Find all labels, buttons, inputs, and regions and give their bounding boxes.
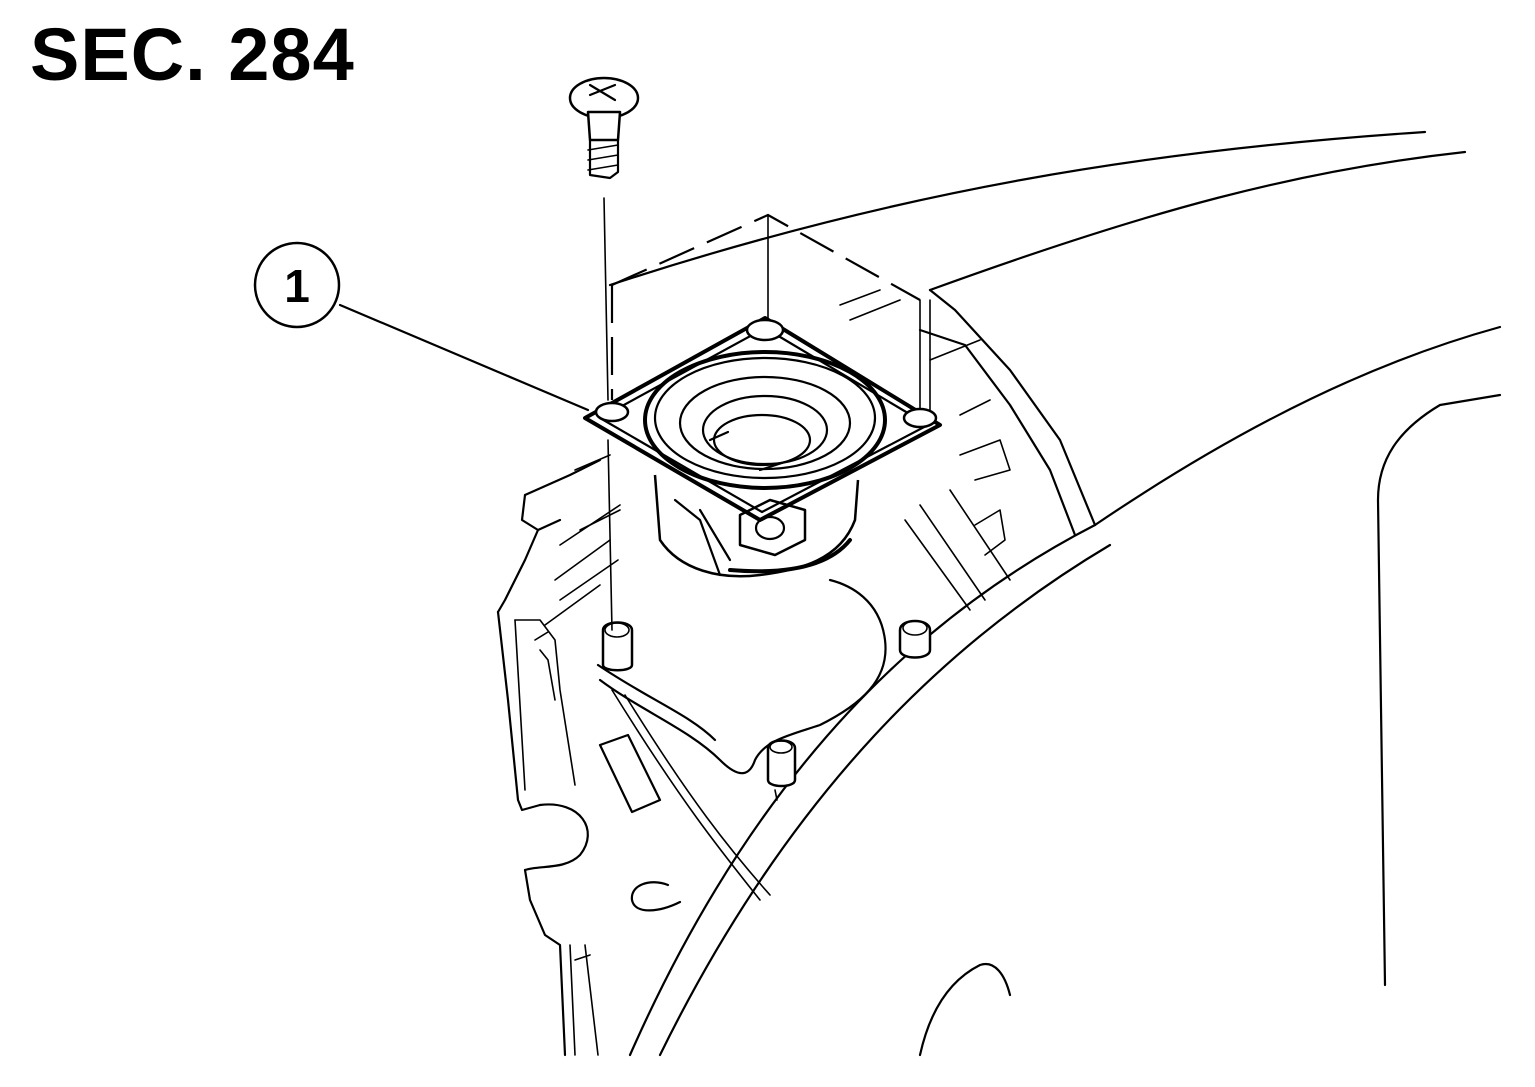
clip-stud-lower bbox=[766, 739, 797, 801]
clip-stud-right bbox=[898, 619, 932, 659]
callout-circle bbox=[253, 241, 341, 329]
section-label: SEC. 284 bbox=[30, 13, 355, 96]
screw-boss bbox=[601, 621, 634, 672]
speaker-icon bbox=[583, 316, 942, 578]
callout-1: 1 bbox=[253, 241, 590, 412]
callout-label: 1 bbox=[284, 260, 310, 312]
door-panel-icon bbox=[496, 130, 1502, 1057]
mounting-guide-lines bbox=[603, 197, 931, 631]
screw-icon bbox=[568, 76, 640, 180]
